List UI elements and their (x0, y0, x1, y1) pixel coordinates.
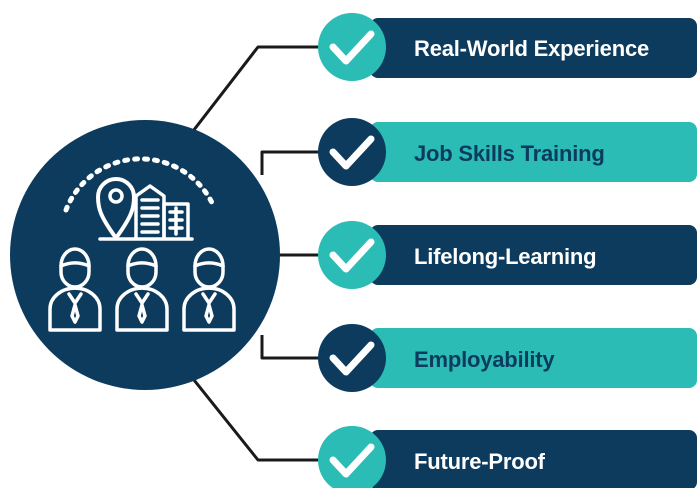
connector-line-5 (188, 374, 322, 462)
item-row-2: Job Skills Training (318, 118, 697, 186)
item-bar-1 (370, 18, 697, 78)
check-badge-4 (318, 324, 386, 392)
hub-circle (10, 120, 280, 390)
check-badge-3 (318, 221, 386, 289)
check-badge-1 (318, 13, 386, 81)
check-icon (329, 135, 375, 170)
person-icon-right (182, 247, 236, 332)
connector-line-1 (188, 45, 322, 136)
connector-line-4 (260, 335, 322, 360)
connector-lines (188, 45, 322, 462)
item-row-1: Real-World Experience (318, 13, 697, 81)
item-row-3: Lifelong-Learning (318, 221, 697, 289)
item-bar-4 (370, 328, 697, 388)
item-bar-3 (370, 225, 697, 285)
person-icon-center (115, 247, 169, 332)
item-label-5: Future-Proof (414, 449, 546, 474)
check-icon (329, 341, 375, 376)
check-icon (329, 238, 375, 273)
check-icon (329, 30, 375, 65)
item-bar-5 (370, 430, 697, 488)
item-label-3: Lifelong-Learning (414, 244, 596, 269)
item-bar-2 (370, 122, 697, 182)
location-pin-icon (96, 177, 136, 240)
hub (10, 120, 280, 390)
check-badge-2 (318, 118, 386, 186)
building-icon (98, 184, 194, 241)
item-label-1: Real-World Experience (414, 36, 649, 61)
location-pin-dot (108, 188, 124, 204)
item-label-2: Job Skills Training (414, 141, 605, 166)
location-pin-building-people-icon (48, 156, 236, 332)
item-row-5: Future-Proof (318, 426, 697, 488)
item-label-4: Employability (414, 347, 555, 372)
check-badge-5 (318, 426, 386, 488)
person-icon-left (48, 247, 102, 332)
connector-line-2 (260, 150, 322, 175)
check-icon (329, 443, 375, 478)
item-row-4: Employability (318, 324, 697, 392)
dotted-arc (63, 156, 217, 213)
